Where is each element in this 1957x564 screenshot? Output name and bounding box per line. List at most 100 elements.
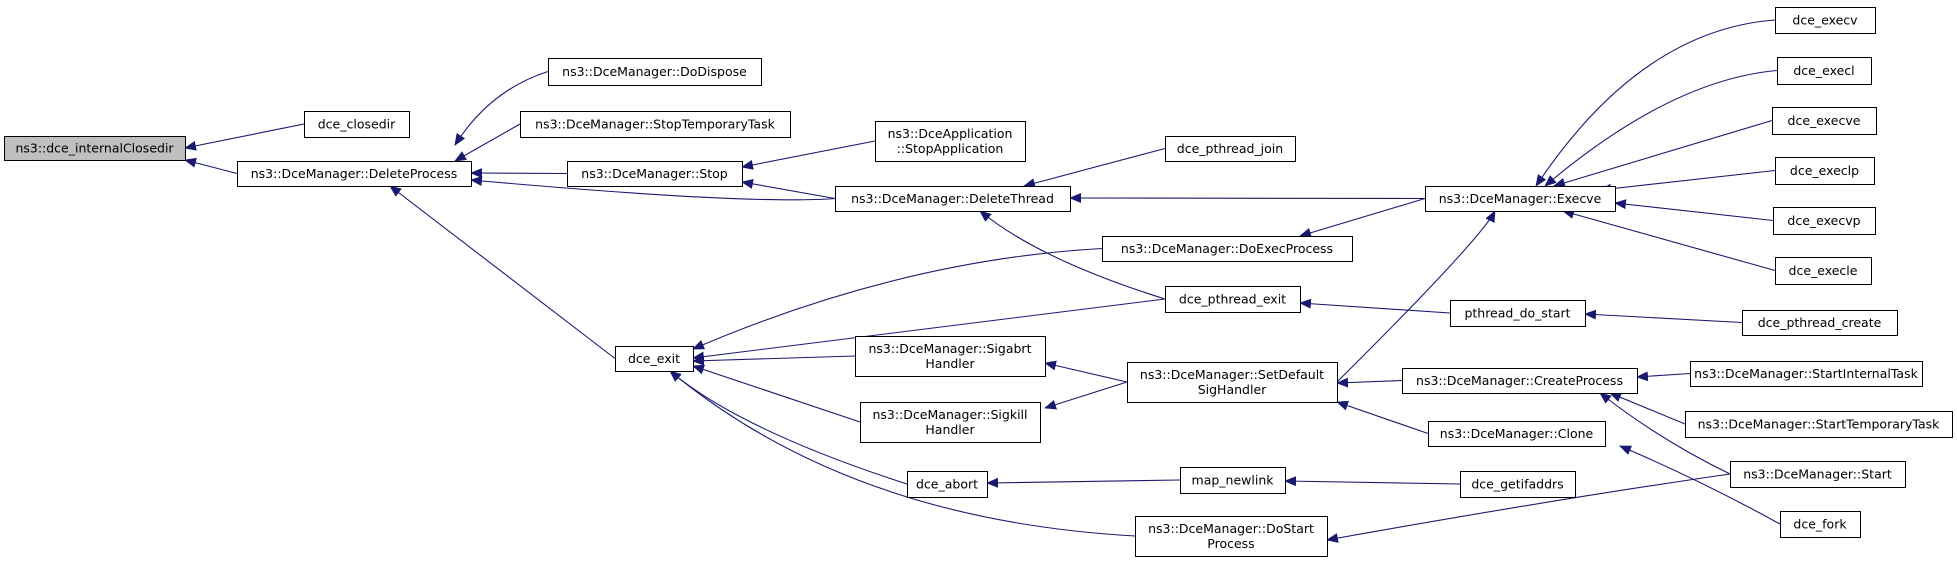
graph-node-startTemporaryTask[interactable]: ns3::DceManager::StartTemporaryTask — [1685, 411, 1953, 438]
node-label: dce_pthread_exit — [1179, 292, 1286, 307]
node-label: ns3::DceManager::DoStart — [1148, 521, 1314, 536]
call-edge-execve-to-deleteThread — [1069, 193, 1426, 204]
call-edge-clone-to-setDefaultSig — [1336, 400, 1429, 435]
node-label: map_newlink — [1192, 473, 1275, 488]
graph-node-dceExecve[interactable]: dce_execve — [1772, 107, 1877, 135]
node-box — [567, 161, 743, 187]
graph-node-internalClosedir[interactable]: ns3::dce_internalClosedir — [4, 136, 186, 161]
node-label: ns3::dce_internalClosedir — [15, 141, 174, 156]
node-box — [1780, 511, 1861, 538]
graph-node-stopTemporaryTask[interactable]: ns3::DceManager::StopTemporaryTask — [520, 111, 791, 138]
node-label: ns3::DceManager::Clone — [1440, 426, 1594, 441]
node-box — [1777, 57, 1872, 85]
node-box — [1428, 421, 1606, 447]
graph-node-pthreadJoin[interactable]: dce_pthread_join — [1165, 136, 1296, 162]
graph-node-deleteThread[interactable]: ns3::DceManager::DeleteThread — [835, 186, 1071, 212]
node-label: dce_pthread_create — [1758, 315, 1882, 330]
graph-node-execve[interactable]: ns3::DceManager::Execve — [1425, 186, 1616, 212]
graph-node-dceExecl[interactable]: dce_execl — [1777, 57, 1872, 85]
node-box — [1127, 362, 1338, 403]
graph-node-stopApplication[interactable]: ns3::DceApplication::StopApplication — [875, 121, 1026, 162]
call-edge-dceExecvp-to-execve — [1614, 199, 1774, 222]
graph-node-getifaddrs[interactable]: dce_getifaddrs — [1460, 471, 1576, 498]
graph-node-doExecProcess[interactable]: ns3::DceManager::DoExecProcess — [1102, 236, 1353, 262]
graph-node-dceExecvp[interactable]: dce_execvp — [1773, 207, 1876, 235]
call-edge-stopApplication-to-stop — [741, 140, 876, 170]
call-edge-dceExecv-to-execve — [1535, 19, 1776, 187]
call-edge-createProcess-to-setDefaultSig — [1336, 377, 1403, 388]
call-edge-stopTemporaryTask-to-deleteProcess — [454, 123, 521, 162]
node-box — [1165, 286, 1301, 313]
node-box — [907, 471, 988, 498]
graph-node-mapNewlink[interactable]: map_newlink — [1180, 467, 1286, 494]
graph-node-dceExeclp[interactable]: dce_execlp — [1775, 157, 1875, 185]
node-label: ns3::DceManager::Start — [1743, 467, 1892, 482]
call-edge-dceExecve-to-execve — [1553, 119, 1773, 188]
call-edge-dceExeclp-to-execve — [1599, 169, 1776, 194]
call-edge-start-to-createProcess — [1599, 392, 1731, 475]
graph-node-pthreadDoStart[interactable]: pthread_do_start — [1450, 300, 1586, 327]
node-label: dce_getifaddrs — [1471, 477, 1563, 492]
node-label: ns3::DceManager::SetDefault — [1140, 367, 1324, 382]
call-edge-getifaddrs-to-mapNewlink — [1284, 476, 1461, 487]
node-label: dce_closedir — [318, 117, 396, 132]
node-box — [4, 136, 186, 161]
call-edge-startInternalTask-to-createProcess — [1636, 371, 1691, 382]
call-edge-setDefaultSig-to-sigabrt — [1044, 360, 1128, 383]
graph-node-start[interactable]: ns3::DceManager::Start — [1730, 461, 1906, 488]
node-label: ns3::DceManager::StopTemporaryTask — [535, 117, 775, 132]
node-label: ::StopApplication — [897, 141, 1004, 156]
graph-node-clone[interactable]: ns3::DceManager::Clone — [1428, 421, 1606, 447]
node-box — [520, 111, 791, 138]
node-box — [1742, 310, 1898, 336]
call-edge-pthreadCreate-to-pthreadDoStart — [1584, 309, 1743, 324]
node-label: dce_execle — [1789, 263, 1858, 278]
graph-node-startInternalTask[interactable]: ns3::DceManager::StartInternalTask — [1690, 361, 1923, 387]
node-box — [1690, 361, 1923, 387]
node-label: Process — [1207, 536, 1254, 551]
node-box — [1772, 107, 1877, 135]
call-edge-setDefaultSig-to-execve — [1336, 210, 1496, 383]
node-label: dce_fork — [1793, 517, 1847, 532]
graph-node-pthreadCreate[interactable]: dce_pthread_create — [1742, 310, 1898, 336]
call-edge-pthreadDoStart-to-pthreadExit — [1299, 298, 1451, 314]
call-edge-mapNewlink-to-dceAbort — [986, 477, 1181, 488]
node-label: Handler — [925, 356, 975, 371]
graph-node-stop[interactable]: ns3::DceManager::Stop — [567, 161, 743, 187]
graph-node-dceFork[interactable]: dce_fork — [1780, 511, 1861, 538]
node-box — [237, 161, 472, 187]
call-edge-stop-to-deleteProcess — [470, 168, 568, 179]
call-edge-deleteThread-to-stop — [741, 178, 836, 200]
graph-node-pthreadExit[interactable]: dce_pthread_exit — [1165, 286, 1301, 313]
call-edge-pthreadJoin-to-deleteThread — [1023, 147, 1166, 189]
node-label: ns3::DceManager::DeleteThread — [851, 191, 1054, 206]
graph-node-deleteProcess[interactable]: ns3::DceManager::DeleteProcess — [237, 161, 472, 187]
node-box — [1730, 461, 1906, 488]
node-label: ns3::DceManager::StartInternalTask — [1694, 366, 1918, 381]
node-label: ns3::DceManager::CreateProcess — [1416, 373, 1623, 388]
node-box — [1775, 7, 1876, 34]
graph-node-dceAbort[interactable]: dce_abort — [907, 471, 988, 498]
node-box — [1180, 467, 1286, 494]
graph-node-dceExit[interactable]: dce_exit — [615, 346, 694, 372]
call-edge-deleteProcess-to-internalClosedir — [184, 157, 238, 175]
graph-node-dceExecv[interactable]: dce_execv — [1775, 7, 1876, 34]
call-edge-start-to-doStartProcess — [1326, 473, 1731, 543]
graph-node-doDispose[interactable]: ns3::DceManager::DoDispose — [548, 58, 762, 86]
node-label: dce_pthread_join — [1177, 141, 1283, 156]
graph-node-closedir[interactable]: dce_closedir — [304, 111, 410, 138]
graph-node-createProcess[interactable]: ns3::DceManager::CreateProcess — [1402, 368, 1638, 394]
node-box — [1775, 157, 1875, 185]
node-label: dce_execve — [1788, 113, 1861, 128]
graph-node-dceExecle[interactable]: dce_execle — [1775, 257, 1872, 285]
call-edge-dceExecle-to-execve — [1562, 209, 1776, 272]
node-box — [1460, 471, 1576, 498]
node-box — [548, 58, 762, 86]
node-box — [1402, 368, 1638, 394]
node-box — [1102, 236, 1353, 262]
